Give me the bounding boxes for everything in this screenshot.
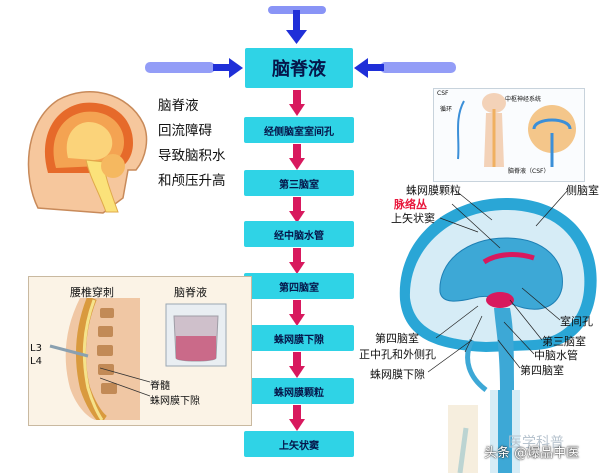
flow-arrow-7 <box>289 405 305 431</box>
inset-cycle: 循环 <box>440 106 453 113</box>
flow-step-1: 经侧脑室室间孔 <box>244 117 354 143</box>
flow-arrow-3 <box>289 197 305 223</box>
label-lateral-ventricle: 侧脑室 <box>566 184 599 197</box>
brain-leader-lines <box>427 189 569 373</box>
label-arachnoid-granulation: 蛛网膜颗粒 <box>406 184 461 197</box>
csf-system-figure <box>457 93 576 167</box>
flow-step-3: 经中脑水管 <box>244 221 354 247</box>
label-third-ventricle: 第三脑室 <box>542 335 586 348</box>
lumbar-leader-lines <box>100 367 151 397</box>
flow-arrow-4 <box>289 248 305 274</box>
flow-step-7: 上矢状窦 <box>244 431 354 457</box>
flow-arrow-5 <box>289 300 305 326</box>
top-blue-arrow <box>268 6 326 44</box>
flow-step-2: 第三脑室 <box>244 170 354 196</box>
lumbar-title: 腰椎穿刺 <box>70 286 114 299</box>
spine-illustration <box>49 298 140 420</box>
inset-csf: CSF <box>437 90 449 97</box>
label-superior-sagittal-sinus: 上矢状窦 <box>391 212 435 225</box>
label-lumbar-subarachnoid: 蛛网膜下隙 <box>150 396 200 407</box>
label-L4: L4 <box>30 356 42 367</box>
label-subarachnoid-space: 蛛网膜下隙 <box>370 368 425 381</box>
label-L3: L3 <box>30 343 42 354</box>
left-note-line-1: 脑脊液 <box>158 98 199 114</box>
left-blue-arrow <box>145 58 243 78</box>
right-blue-arrow <box>354 58 456 78</box>
head-illustration <box>27 91 148 214</box>
brain-sagittal-diagram <box>399 198 597 473</box>
label-spinal-cord: 脊髓 <box>150 381 170 392</box>
watermark: 头条 @爆品中医 <box>484 442 579 461</box>
left-note: 脑脊液 回流障碍 导致脑积水 和颅压升高 <box>158 94 226 194</box>
csf-title-box: 脑脊液 <box>245 48 353 88</box>
flow-arrow-1 <box>289 90 305 116</box>
label-interventricular-foramen: 室间孔 <box>560 315 593 328</box>
left-note-line-2: 回流障碍 <box>158 123 212 139</box>
flow-step-4: 第四脑室 <box>244 273 354 299</box>
left-note-line-4: 和颅压升高 <box>158 173 226 189</box>
flow-arrow-2 <box>289 144 305 170</box>
flow-arrow-6 <box>289 352 305 378</box>
label-fourth-ventricle-2: 第四脑室 <box>520 364 564 377</box>
label-cerebral-aqueduct: 中脑水管 <box>534 349 578 362</box>
label-choroid-plexus: 脉络丛 <box>394 198 427 211</box>
inset-cns: 中枢神经系统 <box>505 96 542 103</box>
inset-caption: 脑脊液（CSF） <box>508 168 550 175</box>
watermark-faint: 医学科普 <box>508 435 564 451</box>
label-fourth-ventricle-1: 第四脑室 <box>375 332 419 345</box>
flow-step-5: 蛛网膜下隙 <box>244 325 354 351</box>
watermark-text: 头条 @爆品中医 <box>484 446 580 461</box>
csf-beaker <box>165 303 227 367</box>
csf-sample-title: 脑脊液 <box>174 286 207 299</box>
flow-step-6: 蛛网膜颗粒 <box>244 378 354 404</box>
left-note-line-3: 导致脑积水 <box>158 148 226 164</box>
label-median-lateral-apertures: 正中孔和外侧孔 <box>359 348 436 361</box>
